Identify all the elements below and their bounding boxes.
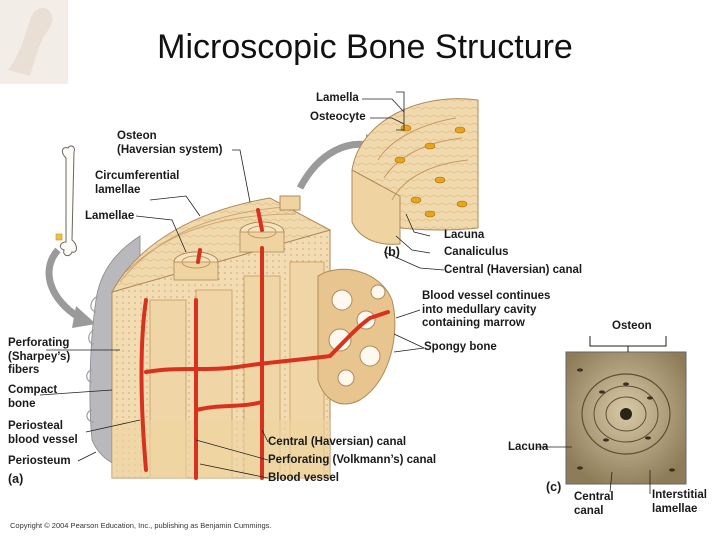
magnify-arrow-left (45, 247, 82, 322)
label-blood-vessel-continues: Blood vessel continues into medullary ca… (422, 290, 551, 329)
label-panel-a: (a) (8, 472, 24, 486)
label-perforating-canal: Perforating (Volkmann’s) canal (268, 454, 437, 466)
label-osteon-c: Osteon (612, 320, 652, 332)
magnify-arrow-left-head (72, 306, 96, 328)
label-central-canal-a: Central (Haversian) canal (268, 436, 407, 448)
label-lacuna-b: Lacuna (444, 229, 485, 241)
micrograph-panel (565, 336, 687, 485)
label-canaliculus: Canaliculus (444, 246, 509, 258)
label-central-canal-b: Central (Haversian) canal (444, 264, 583, 276)
page-title: Microscopic Bone Structure (157, 28, 573, 66)
label-spongy-bone: Spongy bone (424, 341, 497, 353)
label-blood-vessel: Blood vessel (268, 472, 339, 484)
label-perforating-fibers: Perforating (Sharpey’s) fibers (8, 337, 71, 376)
leader-lines (39, 98, 651, 494)
blood-vessels (139, 208, 390, 480)
osteon-cylinders (173, 195, 301, 281)
label-lacuna-c: Lacuna (508, 441, 549, 453)
label-osteocyte: Osteocyte (310, 111, 366, 123)
label-lamellae: Lamellae (85, 210, 135, 222)
label-osteon: Osteon(Haversian system) (117, 130, 223, 156)
label-panel-b: (b) (384, 245, 400, 259)
label-panel-c: (c) (546, 480, 562, 494)
copyright-notice: Copyright © 2004 Pearson Education, Inc.… (10, 521, 272, 530)
label-lamella: Lamella (316, 92, 359, 104)
osteon-enlargement (351, 98, 479, 245)
label-periosteum: Periosteum (8, 455, 71, 467)
spongy-bone (317, 268, 396, 405)
long-bone-icon (55, 145, 77, 257)
corner-bone-image (0, 0, 68, 84)
